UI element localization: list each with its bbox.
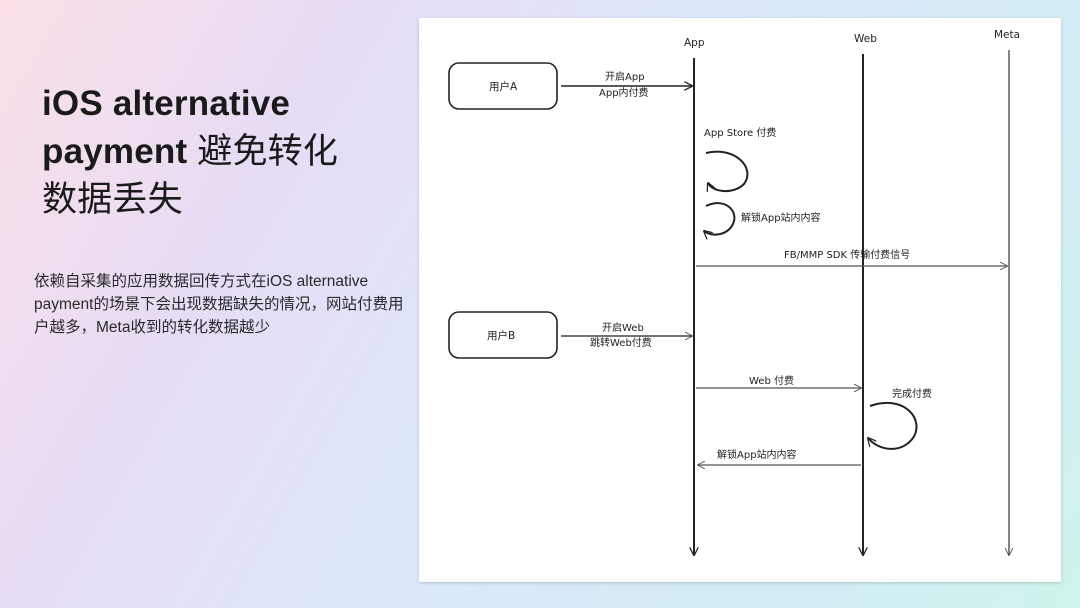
- msg-jump-web-pay: 跳转Web付费: [590, 336, 652, 349]
- msg-complete-pay: 完成付费: [892, 387, 932, 400]
- msg-open-app: 开启App: [605, 70, 645, 83]
- user-a-box: [448, 62, 558, 110]
- msg-open-web: 开启Web: [602, 321, 644, 334]
- title-chinese-part2: 数据丢失: [42, 180, 183, 219]
- lifeline-label-meta: Meta: [994, 29, 1020, 41]
- sequence-diagram: App Web Meta 用户A 开启App App内付费 App Store …: [448, 29, 1020, 582]
- self-loop-unlock-app-1: [704, 202, 736, 234]
- msg-web-pay: Web 付费: [749, 374, 794, 387]
- msg-app-pay: App内付费: [599, 86, 649, 99]
- title-english: iOS alternative payment: [42, 84, 291, 171]
- user-a-label: 用户A: [489, 80, 518, 93]
- user-b-label: 用户B: [487, 329, 515, 342]
- msg-sdk-signal: FB/MMP SDK 传输付费信号: [784, 248, 910, 261]
- sequence-diagram-panel: App Web Meta 用户A 开启App App内付费 App Store …: [419, 18, 1061, 582]
- user-b-box: [448, 311, 558, 359]
- self-loop-app-store: [705, 150, 749, 191]
- slide-description: 依赖自采集的应用数据回传方式在iOS alternative payment的场…: [34, 273, 404, 336]
- lifeline-label-app: App: [684, 37, 705, 49]
- slide-title: iOS alternative payment 避免转化 数据丢失: [42, 80, 402, 224]
- msg-unlock-app-1: 解锁App站内内容: [741, 211, 821, 224]
- title-chinese-part1: 避免转化: [197, 132, 339, 171]
- self-loop-complete-pay: [868, 401, 918, 450]
- msg-app-store-pay: App Store 付费: [704, 126, 776, 139]
- msg-unlock-app-2: 解锁App站内内容: [717, 448, 797, 461]
- lifeline-label-web: Web: [854, 33, 877, 45]
